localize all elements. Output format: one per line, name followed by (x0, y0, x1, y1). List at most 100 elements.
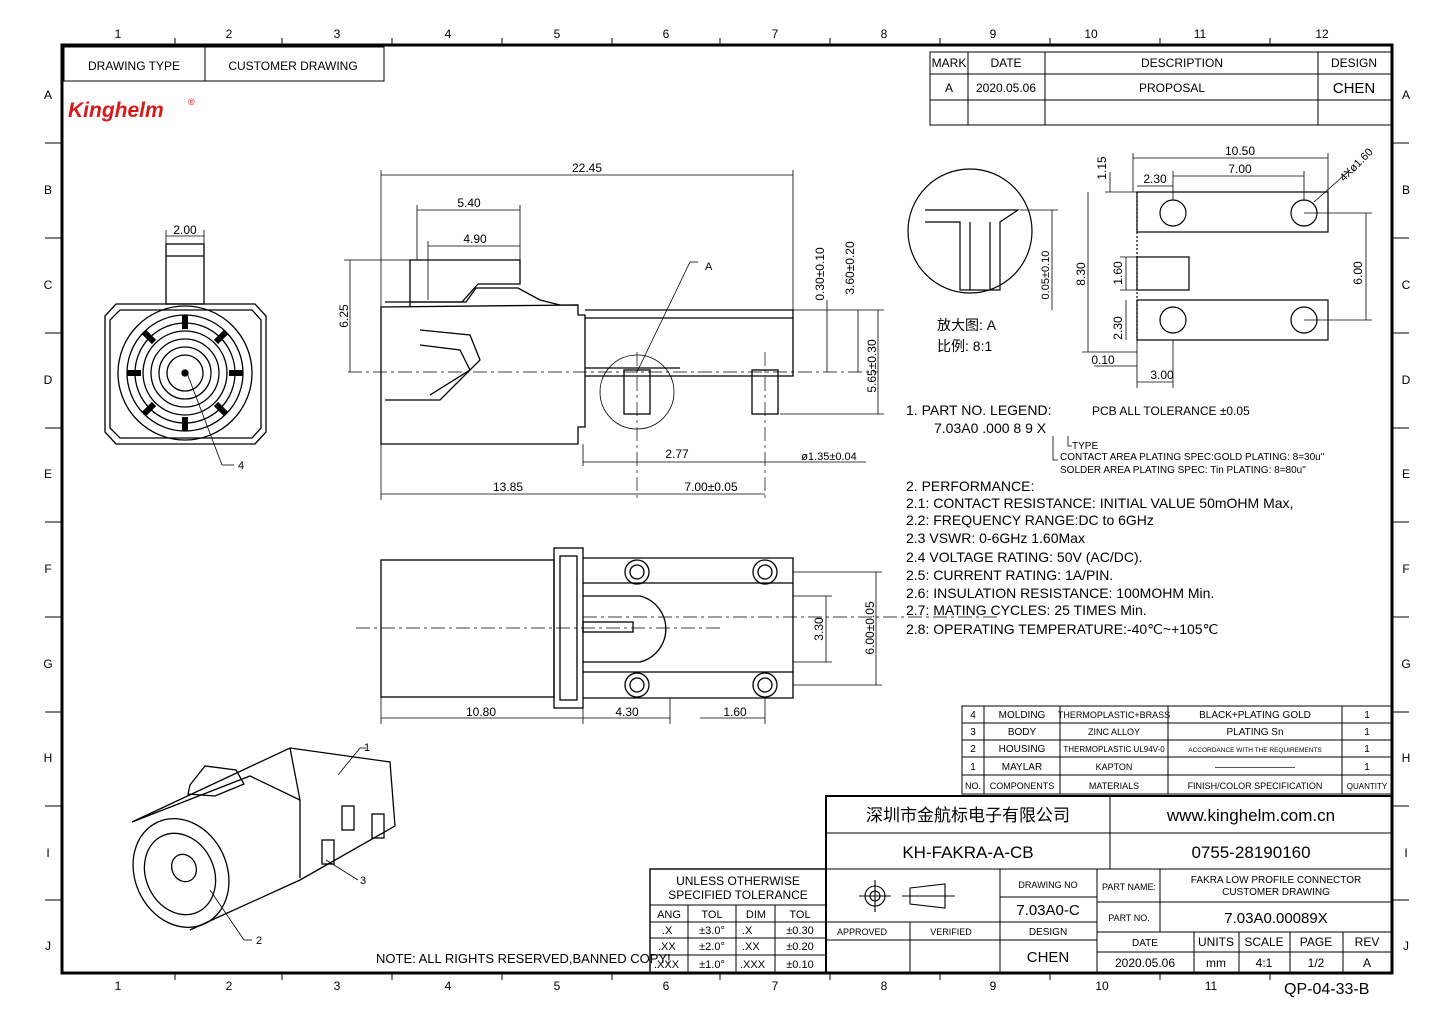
dim-5-65: 5.65±0.30 (865, 339, 879, 393)
rev-header-date: DATE (990, 56, 1021, 70)
fp-dim-2-30-bottom: 2.30 (1111, 316, 1125, 340)
rev-date: 2020.05.06 (976, 81, 1036, 95)
bom-cell: MAYLAR (1002, 762, 1042, 773)
col-label: 8 (881, 27, 888, 41)
rev-design: CHEN (1333, 80, 1376, 97)
col-label: 11 (1194, 27, 1207, 41)
dim-0-30: 0.30±0.10 (813, 247, 827, 301)
drawing-type-label: DRAWING TYPE (88, 59, 180, 73)
part-name-line2: CUSTOMER DRAWING (1222, 887, 1330, 898)
scale-label: SCALE (1244, 935, 1283, 949)
isometric-callouts (209, 747, 366, 941)
zoom-label: 放大图: A (937, 317, 997, 333)
part-no-label: PART NO. (1108, 913, 1150, 923)
bom-cell: THERMOPLASTIC+BRASS (1058, 710, 1170, 720)
revision-table-text: MARK DATE DESCRIPTION DESIGN A 2020.05.0… (932, 56, 1377, 97)
page-label: PAGE (1300, 935, 1332, 949)
bom-cell: 1 (1364, 710, 1370, 721)
tolerance-table-grid (649, 868, 827, 974)
bom-header: FINISH/COLOR SPECIFICATION (1188, 781, 1323, 791)
dim-10-80: 10.80 (466, 705, 496, 719)
detail-a-dims (1020, 209, 1058, 310)
col-label: 1 (115, 27, 122, 41)
callout-2: 2 (256, 935, 262, 947)
performance-item: 2.8: OPERATING TEMPERATURE:-40℃~+105℃ (906, 621, 1218, 637)
bom-header: NO. (965, 781, 981, 791)
grid-ticks (45, 38, 1409, 980)
col-label: 10 (1084, 27, 1098, 41)
company-name: 深圳市金航标电子有限公司 (866, 806, 1070, 825)
performance-item: 2.1: CONTACT RESISTANCE: INITIAL VALUE 5… (906, 495, 1293, 511)
legend-type: TYPE (1072, 441, 1098, 452)
rev-mark: A (945, 81, 953, 95)
col-label: 7 (772, 27, 779, 41)
tol-cell: ±0.30 (786, 925, 813, 937)
bom-cell: 1 (1364, 744, 1370, 755)
bom-table-text: 4 MOLDING THERMOPLASTIC+BRASS BLACK+PLAT… (965, 710, 1388, 791)
bom-cell: MOLDING (999, 710, 1046, 721)
tolerance-title-2: SPECIFIED TOLERANCE (668, 888, 808, 902)
row-label: I (1404, 846, 1407, 860)
front-view (104, 243, 267, 445)
bom-cell: HOUSING (999, 744, 1046, 755)
col-label: 6 (663, 979, 670, 993)
row-label: D (44, 373, 53, 387)
tol-cell: ±3.0° (699, 925, 725, 937)
bom-cell: 1 (1364, 727, 1370, 738)
drawing-type-value: CUSTOMER DRAWING (228, 59, 357, 73)
tol-cell: .XX (742, 941, 760, 953)
tol-cell: .XX (658, 941, 676, 953)
dim-4-90: 4.90 (463, 232, 487, 246)
pcb-footprint (1136, 191, 1329, 341)
legend-part-no: 7.03A0 .000 8 9 X (934, 420, 1047, 436)
top-view-dims (380, 571, 882, 724)
bom-header: QUANTITY (1347, 782, 1388, 791)
page-value: 1/2 (1308, 956, 1325, 970)
col-label: 11 (1205, 979, 1218, 993)
phone-number: 0755-28190160 (1191, 843, 1310, 862)
performance-item: 2.5: CURRENT RATING: 1A/PIN. (906, 567, 1113, 583)
tol-cell: ±0.10 (786, 959, 813, 971)
date-value: 2020.05.06 (1115, 956, 1175, 970)
bom-cell: 3 (970, 727, 976, 738)
bom-cell: 4 (970, 710, 976, 721)
row-label: G (43, 657, 52, 671)
bom-cell: 1 (970, 762, 976, 773)
fp-dim-4x-phi: 4Xø1.60 (1338, 146, 1376, 184)
bom-cell: KAPTON (1096, 762, 1133, 772)
bom-header: MATERIALS (1089, 781, 1139, 791)
callout-3: 3 (360, 875, 366, 887)
performance-item: 2.2: FREQUENCY RANGE:DC to 6GHz (906, 512, 1154, 528)
logo-text: Kinghelm (68, 99, 164, 122)
bom-cell: 2 (970, 744, 976, 755)
detail-label-a: A (705, 261, 713, 273)
tolerance-table-text: UNLESS OTHERWISE SPECIFIED TOLERANCE ANG… (654, 874, 814, 971)
row-label: A (1402, 88, 1410, 102)
bom-cell: THERMOPLASTIC UL94V-0 (1063, 745, 1165, 754)
fp-dim-0-10: 0.10 (1091, 353, 1115, 367)
kinghelm-logo: Kinghelm ® (68, 97, 195, 122)
scale-value: 4:1 (1256, 956, 1273, 970)
dim-1-60: 1.60 (723, 705, 747, 719)
projection-symbol-icon (859, 880, 955, 912)
col-label: 2 (226, 27, 233, 41)
performance-notes: 2. PERFORMANCE: 2.1: CONTACT RESISTANCE:… (906, 478, 1293, 637)
bom-table-grid (961, 705, 1393, 795)
row-label: H (1402, 751, 1411, 765)
bom-cell: ———————— (1215, 762, 1295, 773)
grid-row-labels-left: A B C D E F G H I J (43, 88, 52, 953)
model-number: KH-FAKRA-A-CB (902, 843, 1033, 862)
fp-dim-7-00: 7.00 (1228, 162, 1252, 176)
verified-label: VERIFIED (930, 927, 972, 937)
company-website: www.kinghelm.com.cn (1166, 806, 1335, 825)
tol-cell: ±1.0° (699, 959, 725, 971)
col-label: 5 (554, 979, 561, 993)
callout-1: 1 (364, 742, 370, 754)
copyright-note: NOTE: ALL RIGHTS RESERVED,BANNED COPY! (376, 951, 671, 966)
col-label: 5 (554, 27, 561, 41)
row-label: B (44, 183, 52, 197)
row-label: G (1401, 657, 1410, 671)
fp-dim-1-15: 1.15 (1095, 156, 1109, 180)
bom-cell: ZINC ALLOY (1088, 727, 1140, 737)
tol-header: DIM (746, 909, 766, 921)
